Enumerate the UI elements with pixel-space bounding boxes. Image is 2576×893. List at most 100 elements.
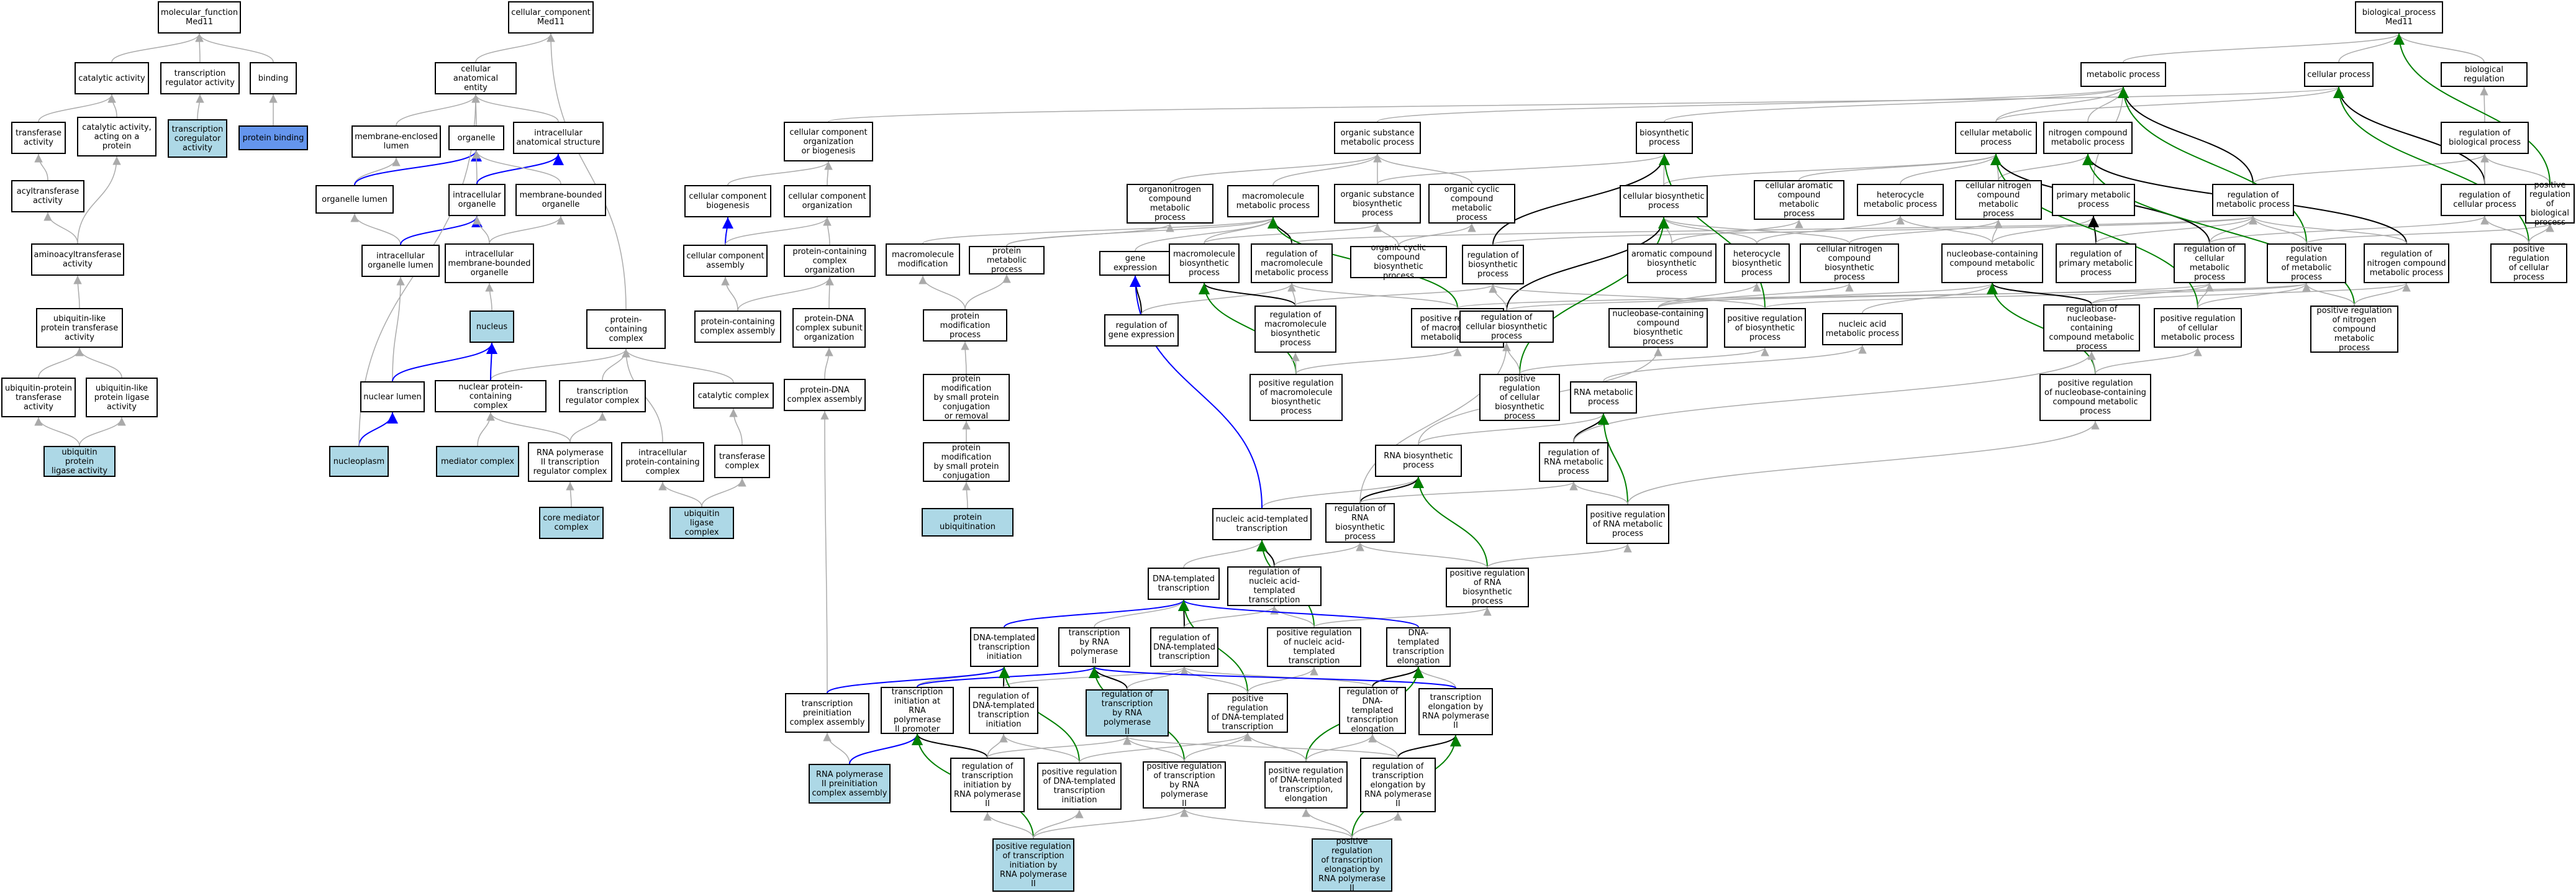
term-reg-bio[interactable]: regulation of biological process <box>2441 122 2529 154</box>
term-ubl-transferase[interactable]: ubiquitin-like protein transferase activ… <box>36 308 123 348</box>
term-cco[interactable]: cellular component organization <box>784 185 871 217</box>
term-mf-root[interactable]: molecular_function Med11 <box>158 1 241 34</box>
term-cell-met[interactable]: cellular metabolic process <box>1955 122 2037 154</box>
term-reg-bio-proc[interactable]: regulation of biosynthetic process <box>1462 245 1524 284</box>
term-reg-primary[interactable]: regulation of primary metabolic process <box>2056 243 2136 283</box>
term-reg-met[interactable]: regulation of metabolic process <box>2212 184 2294 216</box>
term-macro-bio[interactable]: macromolecule biosynthetic process <box>1169 243 1240 283</box>
term-reg-cell-proc[interactable]: regulation of cellular process <box>2441 184 2529 216</box>
term-macro-mod[interactable]: macromolecule modification <box>886 243 960 276</box>
term-reg-macro-met[interactable]: regulation of macromolecule metabolic pr… <box>1251 243 1333 283</box>
term-cell-n-met[interactable]: cellular nitrogen compound metabolic pro… <box>1955 180 2042 220</box>
term-reg-nucleobase-met[interactable]: regulation of nucleobase-containing comp… <box>2043 304 2140 351</box>
term-intra-mem-bound[interactable]: intracellular membrane-bounded organelle <box>445 243 534 283</box>
term-nucleobase-met[interactable]: nucleobase-containing compound metabolic… <box>1941 243 2043 283</box>
term-coreg[interactable]: transcription coregulator activity <box>168 119 227 158</box>
term-rnapii-preinit[interactable]: RNA polymerase II preinitiation complex … <box>809 764 891 804</box>
term-org-sub-met[interactable]: organic substance metabolic process <box>1334 122 1421 154</box>
term-pc-assembly[interactable]: protein-containing complex assembly <box>694 311 781 343</box>
term-reg-rna-bio[interactable]: regulation of RNA biosynthetic process <box>1325 503 1395 543</box>
term-pos-reg-met[interactable]: positive regulation of metabolic process <box>2267 243 2346 283</box>
term-transferase-complex[interactable]: transferase complex <box>714 445 770 478</box>
term-cae[interactable]: cellular anatomical entity <box>435 62 517 94</box>
term-reg-na-transcription[interactable]: regulation of nucleic acid-templated tra… <box>1227 566 1322 606</box>
term-ubl-ligase[interactable]: ubiquitin-like protein ligase activity <box>86 378 158 417</box>
term-na-transcription[interactable]: nucleic acid-templated transcription <box>1212 508 1312 540</box>
term-catalytic-complex[interactable]: catalytic complex <box>693 383 774 409</box>
term-org-cyc-bio[interactable]: organic cyclic compound biosynthetic pro… <box>1350 243 1447 281</box>
term-reg-tx-rnapii[interactable]: regulation of transcription by RNA polym… <box>1086 689 1169 737</box>
term-reg-dt-init[interactable]: regulation of DNA-templated transcriptio… <box>969 687 1038 734</box>
term-intra-org-lumen[interactable]: intracellular organelle lumen <box>361 245 440 277</box>
term-ccob[interactable]: cellular component organization or bioge… <box>784 122 873 161</box>
term-bio-reg[interactable]: biological regulation <box>2441 62 2528 87</box>
term-org-lumen[interactable]: organelle lumen <box>315 185 394 214</box>
term-cell-arom[interactable]: cellular aromatic compound metabolic pro… <box>1754 180 1844 220</box>
term-pos-reg-rna-met[interactable]: positive regulation of RNA metabolic pro… <box>1586 504 1669 544</box>
term-rna-met[interactable]: RNA metabolic process <box>1570 381 1637 414</box>
term-preinit-assembly[interactable]: transcription preinitiation complex asse… <box>785 693 869 733</box>
term-organelle[interactable]: organelle <box>448 125 504 150</box>
term-pos-reg-elong-rnapii[interactable]: positive regulation of transcription elo… <box>1312 837 1392 893</box>
term-pc-org[interactable]: protein-containing complex organization <box>784 245 876 277</box>
term-nuclear-lumen[interactable]: nuclear lumen <box>360 381 425 412</box>
term-primary-met[interactable]: primary metabolic process <box>2052 184 2135 216</box>
term-ccb[interactable]: cellular component biogenesis <box>684 185 771 217</box>
term-pos-reg-bio[interactable]: positive regulation of biological proces… <box>2525 181 2575 227</box>
term-gene-expr[interactable]: gene expression <box>1099 251 1171 276</box>
term-na-met[interactable]: nucleic acid metabolic process <box>1822 313 1903 345</box>
term-catalytic[interactable]: catalytic activity <box>75 62 149 94</box>
term-pos-reg-tx-rnapii[interactable]: positive regulation of transcription by … <box>1143 761 1226 809</box>
term-pos-reg-dt-elong[interactable]: positive regulation of DNA-templated tra… <box>1264 761 1348 809</box>
term-pos-reg-dt[interactable]: positive regulation of DNA-templated tra… <box>1207 693 1288 733</box>
term-elong-rnapii[interactable]: transcription elongation by RNA polymera… <box>1418 688 1493 735</box>
term-prot-mod-small[interactable]: protein modification by small protein co… <box>923 374 1010 421</box>
term-protein-complex[interactable]: protein-containing complex <box>586 309 666 349</box>
term-pdna-assembly[interactable]: protein-DNA complex assembly <box>784 379 866 411</box>
term-reg-dt[interactable]: regulation of DNA-templated transcriptio… <box>1150 627 1218 667</box>
term-macro-met[interactable]: macromolecule metabolic process <box>1227 185 1319 217</box>
term-intra-complex[interactable]: intracellular protein-containing complex <box>621 442 704 482</box>
term-biosynthetic[interactable]: biosynthetic process <box>1636 122 1693 154</box>
term-prot-met[interactable]: protein metabolic process <box>969 246 1045 274</box>
term-acyltransferase[interactable]: acyltransferase activity <box>11 180 84 212</box>
term-nucleobase-bio[interactable]: nucleobase-containing compound biosynthe… <box>1608 308 1708 348</box>
term-pos-reg-n-met[interactable]: positive regulation of nitrogen compound… <box>2310 306 2398 353</box>
term-nucleoplasm[interactable]: nucleoplasm <box>329 446 389 477</box>
term-reg-elong-rnapii[interactable]: regulation of transcription elongation b… <box>1360 758 1436 812</box>
term-treg[interactable]: transcription regulator activity <box>160 62 240 94</box>
term-mem-lumen[interactable]: membrane-enclosed lumen <box>351 125 441 158</box>
term-ub-transferase[interactable]: ubiquitin-protein transferase activity <box>1 378 76 417</box>
term-reg-cell-bio[interactable]: regulation of cellular biosynthetic proc… <box>1459 311 1554 343</box>
term-pos-reg-init-rnapii[interactable]: positive regulation of transcription ini… <box>992 838 1074 892</box>
term-org-cyc-met[interactable]: organic cyclic compound metabolic proces… <box>1428 184 1515 224</box>
term-prot-mod-conj[interactable]: protein modification by small protein co… <box>923 442 1010 482</box>
term-treg-complex[interactable]: transcription regulator complex <box>559 380 646 412</box>
term-rna-bio[interactable]: RNA biosynthetic process <box>1375 445 1462 477</box>
term-reg-cell-met[interactable]: regulation of cellular metabolic process <box>2174 243 2246 283</box>
term-hetero-bio[interactable]: heterocycle biosynthetic process <box>1724 243 1790 283</box>
term-mediator[interactable]: mediator complex <box>436 446 519 477</box>
term-intracellular-structure[interactable]: intracellular anatomical structure <box>513 122 604 154</box>
term-pos-reg-dt-init[interactable]: positive regulation of DNA-templated tra… <box>1037 763 1122 810</box>
term-pos-reg-cell[interactable]: positive regulation of cellular process <box>2490 243 2567 283</box>
term-pos-reg-cell-bio[interactable]: positive regulation of cellular biosynth… <box>1479 374 1560 421</box>
term-pos-reg-bio-proc[interactable]: positive regulation of biosynthetic proc… <box>1724 308 1806 348</box>
term-reg-n-met[interactable]: regulation of nitrogen compound metaboli… <box>2364 243 2449 283</box>
term-n-met[interactable]: nitrogen compound metabolic process <box>2043 122 2133 154</box>
term-transferase[interactable]: transferase activity <box>11 122 66 154</box>
term-binding[interactable]: binding <box>250 62 297 94</box>
term-organo-n[interactable]: organonitrogen compound metabolic proces… <box>1127 184 1213 224</box>
term-org-sub-bio[interactable]: organic substance biosynthetic process <box>1334 184 1421 224</box>
term-init-rnapii[interactable]: transcription initiation at RNA polymera… <box>881 687 954 734</box>
term-arom-bio[interactable]: aromatic compound biosynthetic process <box>1627 243 1717 283</box>
term-reg-macro-bio[interactable]: regulation of macromolecule biosynthetic… <box>1254 306 1336 353</box>
term-rnapii-reg-complex[interactable]: RNA polymerase II transcription regulato… <box>528 442 612 482</box>
term-pos-reg-rna-bio[interactable]: positive regulation of RNA biosynthetic … <box>1446 568 1529 607</box>
term-prot-ubiq[interactable]: protein ubiquitination <box>922 508 1014 537</box>
term-cc-root[interactable]: cellular_component Med11 <box>508 1 594 34</box>
term-pos-reg-cell-met[interactable]: positive regulation of cellular metaboli… <box>2154 308 2242 348</box>
term-pos-reg-nucleobase-met[interactable]: positive regulation of nucleobase-contai… <box>2039 374 2151 421</box>
term-reg-gene-expr[interactable]: regulation of gene expression <box>1104 314 1179 347</box>
term-metabolic[interactable]: metabolic process <box>2080 62 2166 87</box>
